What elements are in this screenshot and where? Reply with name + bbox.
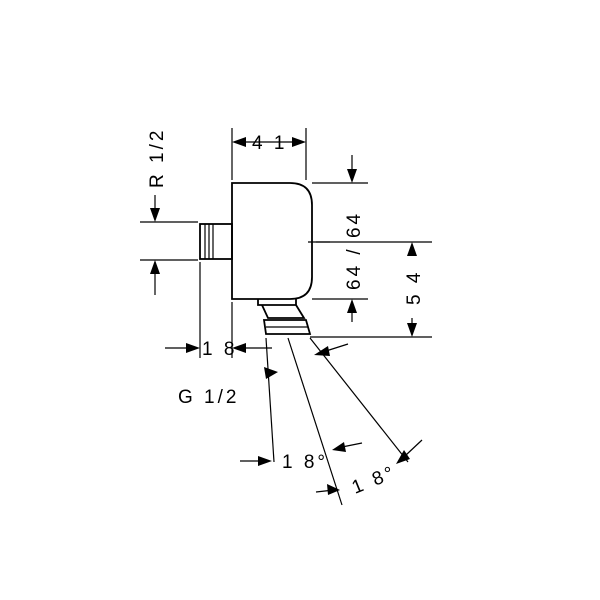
dimension-angle-a: 1 8° bbox=[240, 442, 363, 473]
extension-lines bbox=[140, 128, 432, 506]
label-18-degree-b: 1 8° bbox=[349, 462, 400, 499]
dimension-height-54: 5 4 bbox=[404, 242, 425, 337]
label-54: 5 4 bbox=[404, 270, 425, 305]
arrow-marker bbox=[314, 346, 330, 356]
label-g-1-2: G 1/2 bbox=[178, 387, 239, 408]
label-r-1-2: R 1/2 bbox=[147, 128, 168, 188]
dimension-width-41: 4 1 bbox=[232, 133, 306, 154]
label-18-degree-a: 1 8° bbox=[282, 452, 328, 473]
label-64-64: 64 / 64 bbox=[344, 211, 365, 290]
dimension-angle-b: 1 8° bbox=[315, 439, 423, 499]
dimension-height-64: 64 / 64 bbox=[344, 155, 365, 322]
label-18: 1 8 bbox=[202, 339, 237, 360]
wall-outlet-body bbox=[199, 182, 313, 335]
label-41: 4 1 bbox=[252, 133, 287, 154]
dimension-offset-18: 1 8 bbox=[165, 339, 272, 360]
dimension-thread-r: R 1/2 bbox=[147, 128, 168, 295]
dimension-thread-g: G 1/2 bbox=[178, 367, 278, 408]
